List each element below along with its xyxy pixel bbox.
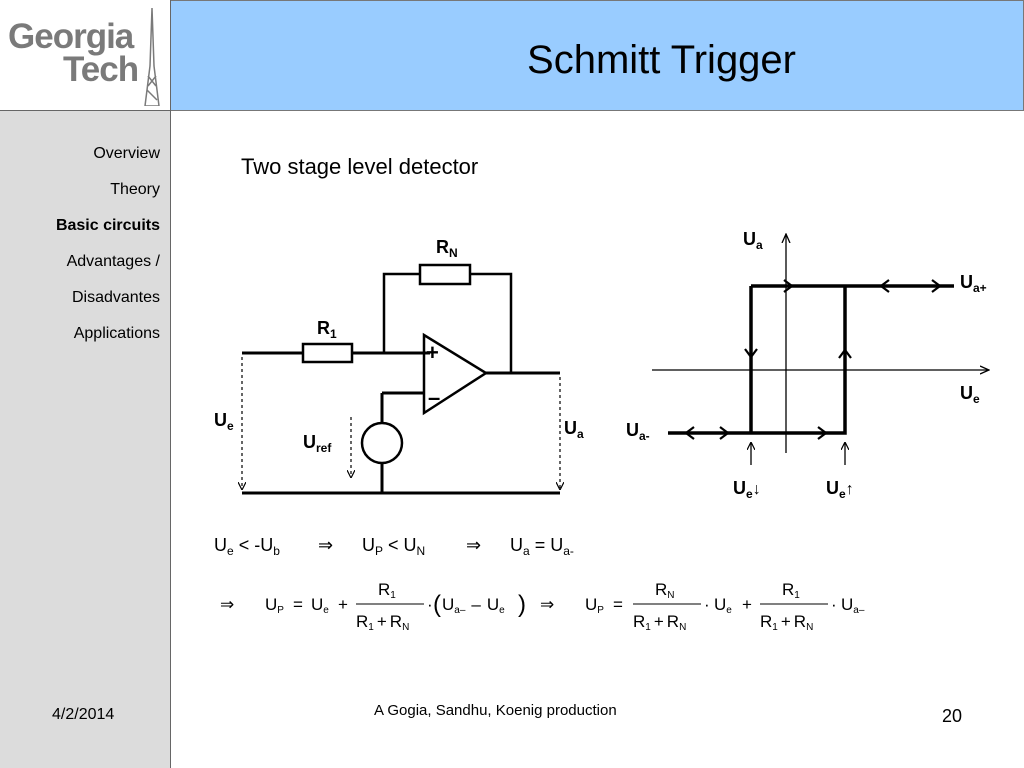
- svg-text:R1: R1: [782, 580, 800, 601]
- svg-text:Ue: Ue: [714, 595, 732, 616]
- logo-line-1: Georgia: [8, 17, 134, 56]
- svg-text:Ue < -Ub: Ue < -Ub: [214, 535, 280, 558]
- sidebar-item-disadvantes[interactable]: Disadvantes: [71, 289, 160, 306]
- opamp: [422, 332, 489, 416]
- graph-label-ua-plus: Ua+: [960, 272, 987, 295]
- svg-text:=: =: [613, 595, 623, 614]
- label-ue: Ue: [214, 410, 234, 433]
- label-uref: Uref: [303, 432, 332, 455]
- direction-arrows: [684, 279, 942, 440]
- svg-text:RN: RN: [655, 580, 675, 601]
- svg-text:+: +: [338, 595, 348, 614]
- svg-text:R1+RN: R1+RN: [633, 612, 686, 633]
- sidebar: Overview Theory Basic circuits Advantage…: [0, 111, 171, 768]
- svg-text:Ua = Ua-: Ua = Ua-: [510, 535, 574, 558]
- sidebar-item-applications[interactable]: Applications: [73, 325, 160, 342]
- svg-text:Ua–: Ua–: [841, 595, 865, 616]
- logo-line-2: Tech: [63, 50, 139, 89]
- hysteresis-loop: [668, 284, 954, 435]
- voltage-source-uref: [360, 421, 404, 465]
- svg-text:UP: UP: [585, 595, 604, 616]
- svg-text:=: =: [293, 595, 303, 614]
- equation-up-2: ⇒ UP = RN R1+RN · Ue + R1 R1+RN · Ua–: [540, 580, 865, 633]
- sidebar-item-advantages[interactable]: Advantages /: [66, 253, 160, 270]
- svg-text:⇒: ⇒: [220, 595, 234, 614]
- svg-text:R1+RN: R1+RN: [356, 612, 409, 633]
- sidebar-item-overview[interactable]: Overview: [93, 145, 160, 162]
- ref-wire: [380, 391, 424, 493]
- label-ua: Ua: [564, 418, 584, 441]
- svg-text:⇒: ⇒: [466, 535, 481, 555]
- slide-date: 4/2/2014: [52, 706, 115, 723]
- graph-label-ua-minus: Ua-: [626, 420, 650, 443]
- svg-text:R1: R1: [378, 580, 396, 601]
- sidebar-item-theory[interactable]: Theory: [110, 181, 160, 198]
- sidebar-nav: Overview Theory Basic circuits Advantage…: [56, 141, 160, 357]
- opamp-minus-sign: –: [428, 385, 440, 410]
- svg-text:R1+RN: R1+RN: [760, 612, 813, 633]
- svg-text:UP: UP: [265, 595, 284, 616]
- circuit-diagram: [242, 263, 560, 495]
- label-rn: RN: [436, 237, 458, 260]
- graph-label-ue-up: Ue↑: [826, 478, 854, 501]
- slide-header: Schmitt Trigger: [171, 0, 1024, 111]
- svg-text:UP < UN: UP < UN: [362, 535, 425, 558]
- logo: Georgia Tech: [0, 0, 171, 111]
- hysteresis-graph: [652, 234, 989, 465]
- svg-text:(: (: [433, 591, 441, 618]
- slide-title: Schmitt Trigger: [527, 38, 796, 82]
- logo-wordmark: Georgia Tech: [8, 17, 139, 89]
- graph-label-ua: Ua: [743, 229, 763, 252]
- slide-page-number: 20: [942, 706, 963, 726]
- graph-label-ue-down: Ue↓: [733, 478, 761, 501]
- sidebar-item-basic-circuits[interactable]: Basic circuits: [55, 217, 160, 234]
- svg-text:·: ·: [831, 595, 837, 614]
- equation-up-1: ⇒ UP = Ue + R1 R1+RN · ( Ua––Ue ): [220, 580, 526, 633]
- svg-text:·: ·: [704, 595, 710, 614]
- equation-condition: Ue < -Ub ⇒ UP < UN ⇒ Ua = Ua-: [214, 535, 574, 558]
- svg-text:⇒: ⇒: [318, 535, 333, 555]
- svg-text:): ): [518, 591, 526, 618]
- svg-text:⇒: ⇒: [540, 595, 554, 614]
- svg-text:Ue: Ue: [311, 595, 329, 616]
- resistor-r1: [301, 342, 354, 364]
- label-r1: R1: [317, 318, 337, 341]
- svg-text:Ua––Ue: Ua––Ue: [442, 595, 505, 616]
- tower-icon: [144, 7, 160, 106]
- slide-subtitle: Two stage level detector: [241, 154, 479, 179]
- slide-footer-credit: A Gogia, Sandhu, Koenig production: [374, 702, 617, 719]
- resistor-rn: [418, 263, 472, 286]
- svg-text:·: ·: [427, 595, 433, 614]
- graph-label-ue: Ue: [960, 383, 980, 406]
- opamp-plus-sign: +: [426, 340, 439, 365]
- feedback-wire: [382, 272, 513, 373]
- svg-text:+: +: [742, 595, 752, 614]
